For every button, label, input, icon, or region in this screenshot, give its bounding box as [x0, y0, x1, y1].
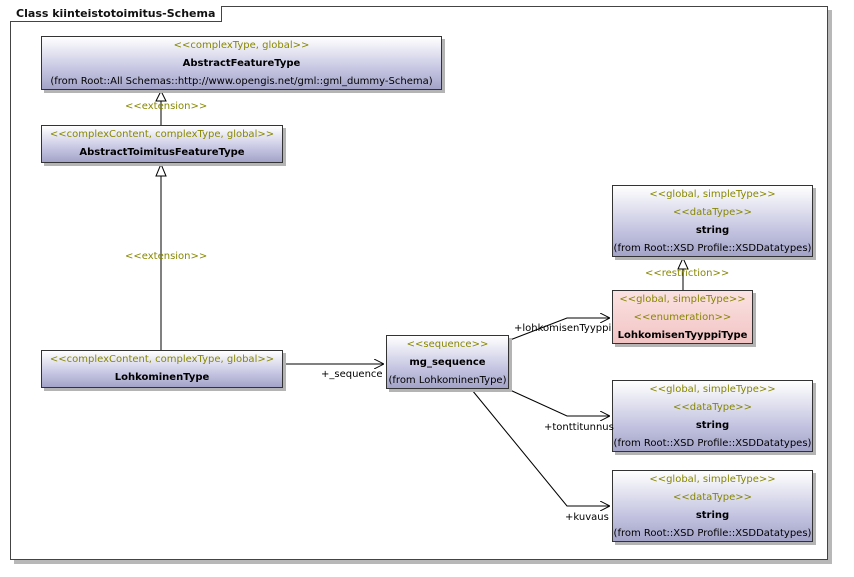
class-string-top[interactable]: <<global, simpleType>> <<dataType>> stri… [612, 185, 813, 257]
class-origin: (from Root::All Schemas::http://www.open… [50, 76, 433, 87]
sequence-role-label: +_sequence [321, 369, 383, 380]
stereotype: <<complexContent, complexType, global>> [49, 354, 275, 365]
class-name: string [695, 225, 730, 236]
extension-label-1: <<extension>> [125, 101, 208, 112]
class-mg-sequence[interactable]: <<sequence>> mg_sequence (from Lohkomine… [386, 335, 509, 389]
stereotype-datatype: <<dataType>> [672, 492, 752, 503]
tonttitunnus-assoc [509, 389, 610, 416]
stereotype-datatype: <<dataType>> [672, 207, 752, 218]
class-name: LohkomisenTyyppiType [617, 330, 748, 341]
class-name: AbstractToimitusFeatureType [79, 147, 245, 158]
restriction-arrow [677, 256, 689, 270]
restriction-label: <<restriction>> [645, 268, 730, 279]
stereotype-datatype: <<dataType>> [672, 402, 752, 413]
stereotype-enumeration: <<enumeration>> [633, 312, 732, 323]
class-name: mg_sequence [409, 357, 486, 368]
kuvaus-assoc [471, 389, 610, 506]
stereotype: <<global, simpleType>> [649, 474, 776, 485]
class-origin: (from Root::XSD Profile::XSDDatatypes) [613, 438, 812, 449]
stereotype: <<complexContent, complexType, global>> [49, 129, 275, 140]
class-abstract-toimitus-feature-type[interactable]: <<complexContent, complexType, global>> … [41, 125, 283, 163]
class-name: string [695, 510, 730, 521]
tonttitunnus-role-label: +tonttitunnus [544, 422, 614, 433]
tyyppi-role-label: +lohkomisenTyyppi [514, 323, 612, 334]
class-origin: (from LohkominenType) [388, 375, 507, 386]
class-lohkomisen-tyyppi-type[interactable]: <<global, simpleType>> <<enumeration>> L… [612, 290, 753, 344]
extension-arrow-2 [155, 162, 167, 177]
extension-label-2: <<extension>> [125, 251, 208, 262]
kuvaus-role-label: +kuvaus [565, 512, 609, 523]
class-string-bottom[interactable]: <<global, simpleType>> <<dataType>> stri… [612, 470, 813, 542]
stereotype: <<complexType, global>> [173, 40, 310, 51]
class-abstract-feature-type[interactable]: <<complexType, global>> AbstractFeatureT… [41, 36, 442, 90]
diagram-frame [10, 6, 828, 560]
tyyppi-assoc [509, 318, 610, 341]
stereotype: <<global, simpleType>> [649, 384, 776, 395]
class-lohkominen-type[interactable]: <<complexContent, complexType, global>> … [41, 350, 283, 388]
extension-arrow-1 [155, 89, 167, 102]
stereotype: <<sequence>> [406, 339, 489, 350]
class-name: AbstractFeatureType [182, 58, 301, 69]
diagram-title: Class kiinteistotoimitus-Schema [10, 6, 223, 22]
class-string-mid[interactable]: <<global, simpleType>> <<dataType>> stri… [612, 380, 813, 452]
class-origin: (from Root::XSD Profile::XSDDatatypes) [613, 243, 812, 254]
class-origin: (from Root::XSD Profile::XSDDatatypes) [613, 528, 812, 539]
stereotype: <<global, simpleType>> [619, 294, 746, 305]
stereotype: <<global, simpleType>> [649, 189, 776, 200]
class-name: LohkominenType [114, 372, 210, 383]
class-name: string [695, 420, 730, 431]
